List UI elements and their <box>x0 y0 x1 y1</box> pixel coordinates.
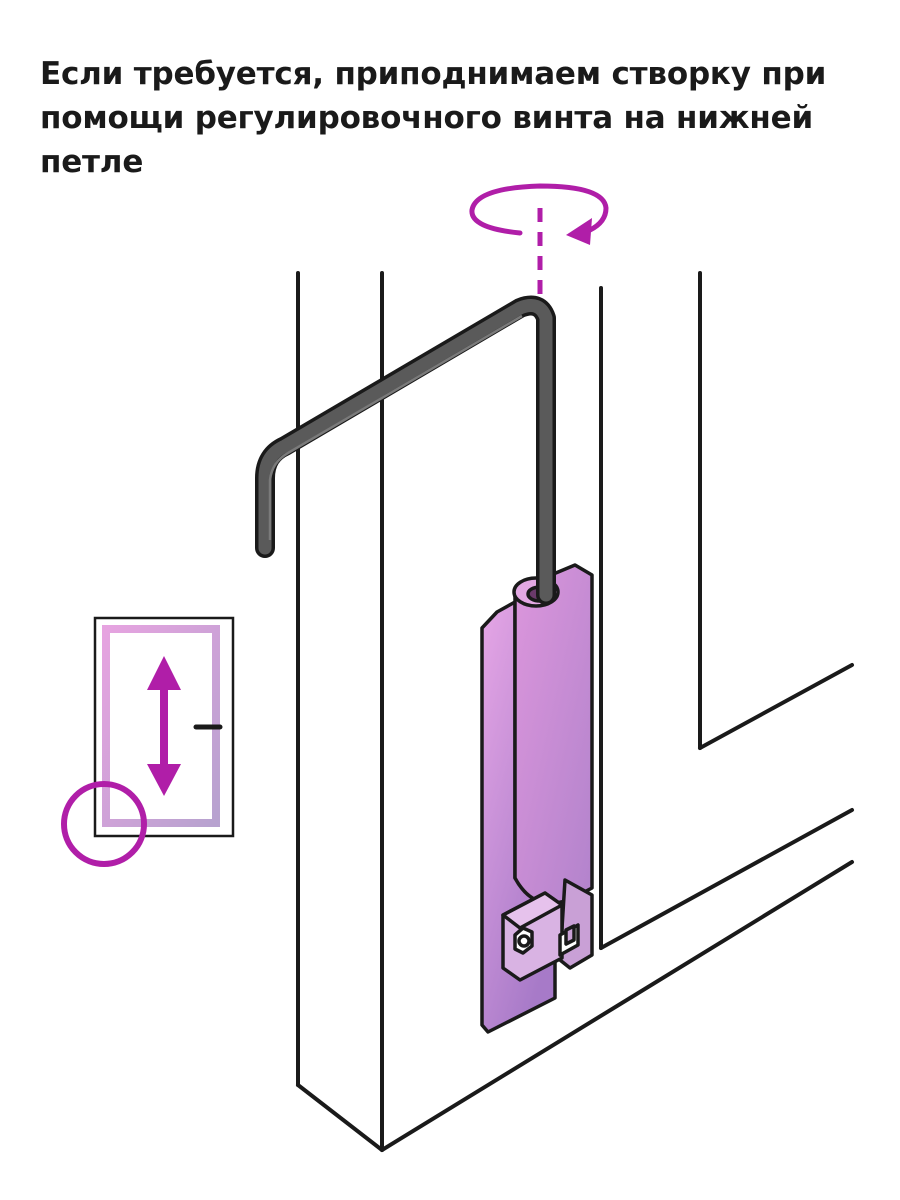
instruction-text: Если требуется, приподнимаем створку при… <box>40 56 827 180</box>
window-frame <box>296 271 854 1152</box>
hex-key-icon <box>255 295 556 605</box>
bottom-hinge-icon <box>480 563 594 1034</box>
vertical-double-arrow-icon <box>147 656 181 796</box>
circle-highlight-icon <box>61 781 147 867</box>
rotate-arrow-icon <box>469 183 609 245</box>
